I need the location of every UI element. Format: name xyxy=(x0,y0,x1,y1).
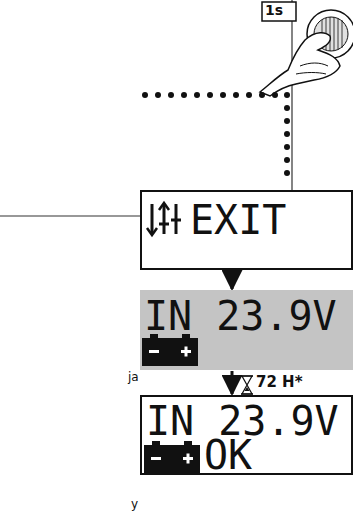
flow-arrow xyxy=(231,371,234,394)
display-text: IN 23.9V xyxy=(144,294,337,338)
dotted-path xyxy=(142,92,290,176)
frame-line xyxy=(291,0,292,216)
display-text: OK xyxy=(204,433,252,477)
flow-arrow xyxy=(231,271,234,289)
text-fragment: y xyxy=(131,496,138,512)
lcd-display: IN 23.9V xyxy=(140,290,353,370)
hourglass-icon xyxy=(241,376,253,394)
time-label: 1s xyxy=(265,2,283,18)
text-fragment: ja xyxy=(128,369,139,385)
lcd-display: IN 23.9VOK xyxy=(140,395,353,475)
hand xyxy=(260,33,340,96)
duration-label: 72 H* xyxy=(256,373,303,391)
lcd-display: EXIT xyxy=(140,190,353,270)
display-text: EXIT xyxy=(190,198,286,242)
battery-icon xyxy=(144,441,204,481)
battery-icon xyxy=(142,334,202,374)
time-box xyxy=(262,2,296,21)
hand xyxy=(296,63,328,74)
